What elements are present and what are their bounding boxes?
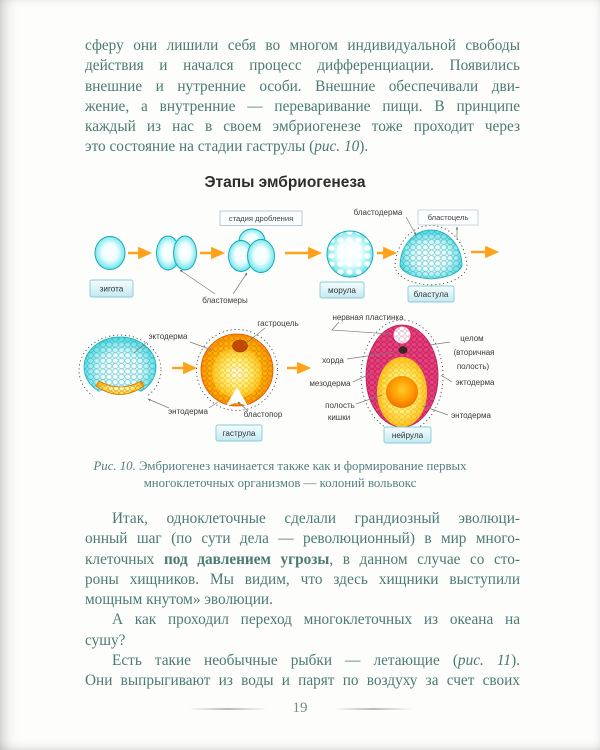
body-line-3-text: клеточных	[85, 550, 164, 568]
morula-cell	[326, 230, 374, 278]
intro-line-5: каждый из нас в своем эмбриогенезе тоже …	[85, 118, 520, 136]
footer-rule-right	[333, 707, 412, 710]
gastrocoel-label: гастроцель	[257, 319, 298, 328]
page-footer: 19	[0, 700, 600, 717]
notochord-label: хорда	[322, 356, 344, 365]
caption-line-1-text: Эмбриогенез начинается также как и форми…	[135, 459, 467, 473]
intro-line-2: действия и начался процесс дифференциаци…	[85, 57, 520, 75]
cleavage-stage-label: стадия дробления	[229, 214, 293, 223]
intro-line-1: сферу они лишили себя во многом индивиду…	[85, 37, 520, 54]
coelom-leader	[429, 341, 451, 346]
zygote-label: зигота	[100, 285, 124, 294]
ectoderm-right-label: эктодерма	[455, 378, 495, 387]
gut-cavity-label-line1: полость	[325, 401, 355, 410]
intro-line-6-tail: ).	[359, 138, 369, 156]
coelom-label-line2: (вторичная	[453, 348, 494, 357]
coelom-label-line3: полость)	[457, 362, 490, 371]
body-line-6: А как проходил переход многоклеточных из…	[112, 611, 520, 629]
gastrula-label: гаструла	[223, 429, 256, 438]
endoderm-left-label: энтодерма	[168, 407, 208, 416]
ectoderm-left-leader-1	[133, 341, 148, 354]
neurula-label: нейрула	[392, 431, 424, 440]
mesoderm-leader	[352, 372, 373, 383]
early-gastrula-cell	[78, 334, 162, 410]
intro-line-3: внешние и нутренние особи. Внешние обесп…	[85, 77, 520, 95]
body-line-7: сушу?	[85, 631, 126, 649]
gut-cavity-leader	[355, 394, 383, 405]
two-cell-stage	[156, 235, 197, 271]
body-line-8: Есть такие необычные рыбки — летающие (р…	[85, 651, 520, 671]
zygote-cell	[94, 236, 126, 270]
neurula-cell	[360, 319, 444, 433]
footer-rule-left	[188, 707, 267, 710]
blastoderm-leader	[405, 216, 417, 236]
body-line-1: Итак, одноклеточные сделали грандиозный …	[112, 510, 520, 527]
gastrula-cell	[196, 329, 278, 411]
endoderm-right-label: энтодерма	[451, 411, 491, 420]
intro-line-6: это состояние на стадии гаструлы (рис. 1…	[85, 137, 520, 157]
coelom-label-line1: целом	[460, 334, 483, 343]
intro-line-6-text: это состояние на стадии гаструлы (	[85, 138, 315, 156]
neural-plate-label: нервная пластинка	[332, 313, 404, 322]
body-line-9: Они выпрыгивают из воды и парят по возду…	[85, 672, 520, 690]
blastopore-label: бластопор	[244, 410, 283, 419]
blastocoel-box: бластоцель	[417, 209, 479, 226]
intro-line-4: жение, а внутренние — переваривание пищи…	[85, 97, 520, 115]
caption-line-2: многоклеточных организмов — колоний воль…	[143, 475, 417, 490]
body-line-2: онный шаг (по сути дела — революционный)…	[85, 530, 520, 548]
cleavage-stage-box: стадия дробления	[219, 210, 303, 226]
body-bold-phrase: под давлением угрозы	[163, 550, 330, 568]
embryogenesis-diagram: стадия дробления бластоцель бластодерма …	[78, 208, 500, 444]
zygote-box: зигота	[89, 279, 134, 298]
four-cell-stage	[228, 228, 275, 273]
blastula-box: бластула	[407, 285, 455, 303]
body-line-5: мощным кнутом» эволюции.	[85, 591, 273, 609]
page-number: 19	[292, 700, 308, 716]
gastrula-box: гаструла	[215, 424, 263, 442]
neurula-box: нейрула	[383, 426, 432, 444]
morula-label: морула	[328, 286, 356, 295]
gastrocoel-leader	[243, 327, 266, 346]
morula-box: морула	[319, 281, 365, 299]
blastoderm-label: бластодерма	[354, 208, 403, 217]
blastula-label: бластула	[414, 290, 449, 299]
figure-11-reference: рис. 11	[457, 652, 512, 670]
gut-cavity-label-line2: кишки	[328, 413, 350, 422]
blastopore-leader	[237, 401, 249, 412]
intro-paragraph: сферу они лишили себя во многом индивиду…	[85, 36, 520, 158]
endoderm-left-leader-2	[208, 401, 219, 409]
figure-title: Этапы эмбриогенеза	[204, 174, 366, 191]
body-line-8-tail: ).	[511, 652, 520, 670]
endoderm-right-leader	[422, 405, 449, 416]
figure-caption: Рис. 10. Эмбриогенез начинается также ка…	[85, 458, 475, 491]
body-line-3-tail: , в данном случае со сто-	[329, 550, 520, 568]
blastula-cell	[394, 225, 468, 286]
ectoderm-left-leader-2	[189, 341, 213, 351]
blastocoel-label: бластоцель	[428, 213, 469, 222]
notochord-leader	[346, 351, 395, 360]
caption-figure-ref: Рис. 10.	[93, 459, 136, 473]
body-line-3: клеточных под давлением угрозы, в данном…	[85, 550, 520, 570]
figure-10-reference: рис. 10	[314, 138, 360, 156]
body-line-4: роны хищников. Мы видим, что здесь хищни…	[85, 570, 520, 588]
ectoderm-left-label: эктодерма	[148, 332, 188, 341]
blastomeres-label: бластомеры	[202, 296, 248, 305]
neural-plate-leader	[331, 321, 391, 335]
blastomeres-leader-left	[179, 269, 216, 295]
body-line-8-text: Есть такие необычные рыбки — летающие (	[112, 652, 458, 670]
caption-line-1: Рис. 10. Эмбриогенез начинается также ка…	[85, 458, 475, 475]
body-paragraphs: Итак, одноклеточные сделали грандиозный …	[85, 509, 520, 692]
endoderm-left-leader-1	[147, 398, 170, 409]
ectoderm-right-leader	[440, 374, 453, 383]
blastomeres-leader-right	[232, 272, 248, 295]
mesoderm-label: мезодерма	[309, 379, 351, 388]
